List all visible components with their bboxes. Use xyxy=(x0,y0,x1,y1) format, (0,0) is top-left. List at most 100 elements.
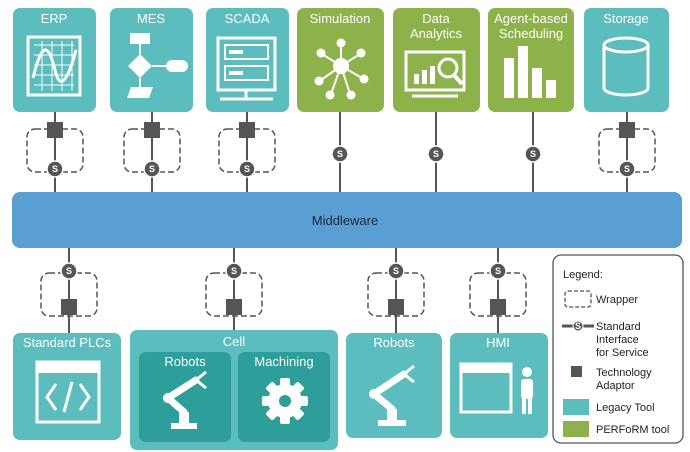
legend-adaptor-label-1: Technology xyxy=(596,367,652,379)
tool-data-analytics-label-2: Analytics xyxy=(410,26,463,41)
database-icon xyxy=(602,36,650,97)
tool-erp-box xyxy=(13,8,96,112)
tool-simulation-label: Simulation xyxy=(310,11,371,26)
service-simulation: S xyxy=(331,145,349,163)
cell-machining: Machining xyxy=(238,352,330,442)
tool-scada-label: SCADA xyxy=(225,11,270,26)
cell-robots: Robots xyxy=(139,352,231,442)
tool-storage: Storage xyxy=(584,8,669,112)
svg-text:S: S xyxy=(337,149,343,159)
adaptor-erp xyxy=(47,122,63,138)
tool-scada: SCADA xyxy=(206,8,289,112)
adaptor-hmi xyxy=(490,299,506,315)
service-storage: S xyxy=(618,160,636,178)
bottom-adaptors xyxy=(61,299,506,315)
person-icon xyxy=(521,367,533,414)
tool-standard-plcs-label: Standard PLCs xyxy=(23,335,112,350)
svg-text:S: S xyxy=(393,266,399,276)
tool-agent-scheduling: Agent-based Scheduling xyxy=(488,8,574,112)
adaptor-mes xyxy=(144,122,160,138)
tool-data-analytics-label-1: Data xyxy=(422,11,450,26)
service-cell: S xyxy=(225,262,243,280)
legend-legacy-swatch xyxy=(563,399,589,415)
top-adaptors xyxy=(47,122,635,138)
legend-adaptor-symbol xyxy=(571,366,582,377)
svg-text:S: S xyxy=(244,164,250,174)
tool-simulation: Simulation xyxy=(297,8,384,112)
middleware-bar xyxy=(12,192,682,248)
svg-text:S: S xyxy=(624,164,630,174)
tool-erp: ERP xyxy=(13,8,96,112)
code-window-icon xyxy=(35,360,101,424)
legend-title: Legend: xyxy=(563,269,603,281)
middleware: Middleware xyxy=(12,192,682,248)
tool-cell-label: Cell xyxy=(223,334,246,349)
tool-storage-label: Storage xyxy=(603,11,649,26)
tool-mes: MES xyxy=(110,8,193,112)
bar-chart-icon xyxy=(504,46,556,98)
tool-hmi-label: HMI xyxy=(486,335,510,350)
top-services: S S S S S S S xyxy=(46,145,636,178)
svg-text:S: S xyxy=(433,149,439,159)
tool-agent-scheduling-label-2: Scheduling xyxy=(499,26,563,41)
legend-perform-swatch xyxy=(563,421,589,437)
service-robots: S xyxy=(387,262,405,280)
server-icon xyxy=(216,36,277,101)
service-plcs: S xyxy=(60,262,78,280)
gear-icon xyxy=(262,378,308,424)
bottom-connectors xyxy=(68,248,499,335)
svg-text:S: S xyxy=(149,164,155,174)
service-mes: S xyxy=(143,160,161,178)
chart-icon xyxy=(26,35,82,97)
adaptor-robots xyxy=(388,299,404,315)
analytics-icon xyxy=(404,50,466,98)
legend-wrapper-symbol xyxy=(564,290,592,308)
legend-service-label-1: Standard xyxy=(596,321,641,333)
svg-text:S: S xyxy=(231,266,237,276)
service-scada: S xyxy=(238,160,256,178)
robot-arm-icon xyxy=(369,364,415,426)
svg-text:S: S xyxy=(530,149,536,159)
legend-wrapper-label: Wrapper xyxy=(596,294,638,306)
tool-hmi: HMI xyxy=(450,333,548,438)
adaptor-storage xyxy=(619,122,635,138)
service-agent-scheduling: S xyxy=(524,145,542,163)
svg-text:S: S xyxy=(575,321,581,331)
cell-robots-box xyxy=(139,352,231,442)
legend-box xyxy=(552,254,684,444)
legend-adaptor-label-2: Adaptor xyxy=(596,380,635,392)
tool-cell: Cell Robots Machining xyxy=(130,330,338,450)
tool-robots-label: Robots xyxy=(373,335,415,350)
svg-text:S: S xyxy=(495,266,501,276)
hmi-window-icon xyxy=(459,362,513,414)
legend-legacy-label: Legacy Tool xyxy=(596,402,655,414)
tool-robots: Robots xyxy=(346,333,442,438)
service-data-analytics: S xyxy=(427,145,445,163)
tool-robots-box xyxy=(346,333,442,438)
svg-text:S: S xyxy=(66,266,72,276)
robot-arm-icon xyxy=(163,370,207,429)
adaptor-cell xyxy=(226,299,242,315)
legend: Legend: Wrapper S Standard Interface for… xyxy=(552,254,684,444)
tool-mes-label: MES xyxy=(137,11,166,26)
tool-data-analytics-box xyxy=(393,8,480,112)
tool-standard-plcs: Standard PLCs xyxy=(13,333,121,440)
bottom-services: S S S S xyxy=(60,262,507,280)
flowchart-icon xyxy=(127,33,188,98)
service-hmi: S xyxy=(489,262,507,280)
legend-service-symbol: S xyxy=(562,320,594,332)
svg-text:S: S xyxy=(52,164,58,174)
bottom-wrappers xyxy=(40,272,527,317)
network-icon xyxy=(314,38,369,100)
legend-service-label-2: Interface xyxy=(596,334,639,346)
tool-erp-label: ERP xyxy=(41,11,68,26)
adaptor-plcs xyxy=(61,299,77,315)
legend-perform-label: PERFoRM tool xyxy=(596,424,669,436)
service-erp: S xyxy=(46,160,64,178)
legend-service-label-3: for Service xyxy=(596,347,649,359)
tool-standard-plcs-box xyxy=(13,333,121,440)
cell-machining-label: Machining xyxy=(254,354,313,369)
cell-robots-label: Robots xyxy=(164,354,206,369)
middleware-label: Middleware xyxy=(312,213,378,228)
adaptor-scada xyxy=(239,122,255,138)
